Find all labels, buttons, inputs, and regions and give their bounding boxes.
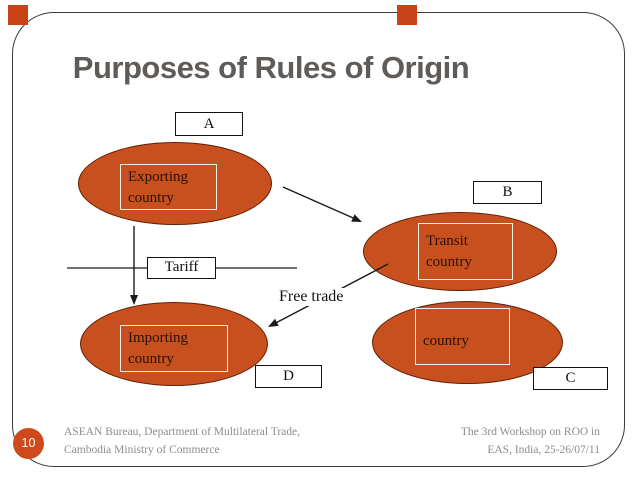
tag-box-d: D [255,365,322,388]
slide-border-frame [12,12,625,467]
footer-left-line1: ASEAN Bureau, Department of Multilateral… [64,426,301,438]
page-number-badge: 10 [13,428,44,459]
tag-box-a: A [175,112,243,136]
node-label-line: Exporting [128,169,188,185]
country-ellipse [372,301,563,384]
node-label-line: Transit [426,233,468,249]
arrow-exporting-to-importing [130,226,138,305]
free-trade-label: Free trade [276,288,347,306]
footer-right: The 3rd Workshop on ROO in EAS, India, 2… [461,424,600,459]
exporting-country-label-box: Exporting country [120,164,217,210]
tag-box-b: B [473,181,542,204]
tag-box-c: C [533,367,608,390]
importing-country-ellipse [80,302,268,386]
node-label-line: country [426,254,472,270]
importing-country-label-box: Importing country [120,325,228,372]
slide-title: Purposes of Rules of Origin [72,50,470,85]
tariff-box: Tariff [147,257,216,279]
arrow-exporting-to-transit [282,186,362,222]
footer-left-line2: Cambodia Ministry of Commerce [64,443,220,456]
country-label-box: country [415,308,510,365]
node-label-line: country [423,333,469,349]
transit-country-ellipse [363,212,557,291]
node-label-line: country [128,351,174,367]
node-label-line: country [128,190,174,206]
accent-square-top-center [397,5,417,25]
accent-square-top-left [8,5,28,25]
footer-right-line1: The 3rd Workshop on ROO in [460,426,600,438]
transit-country-label-box: Transit country [418,223,513,280]
exporting-country-ellipse [78,142,272,225]
footer-right-line2: EAS, India, 25-26/07/11 [487,443,600,456]
footer-left: ASEAN Bureau, Department of Multilateral… [64,424,300,459]
node-label-line: Importing [128,330,188,346]
